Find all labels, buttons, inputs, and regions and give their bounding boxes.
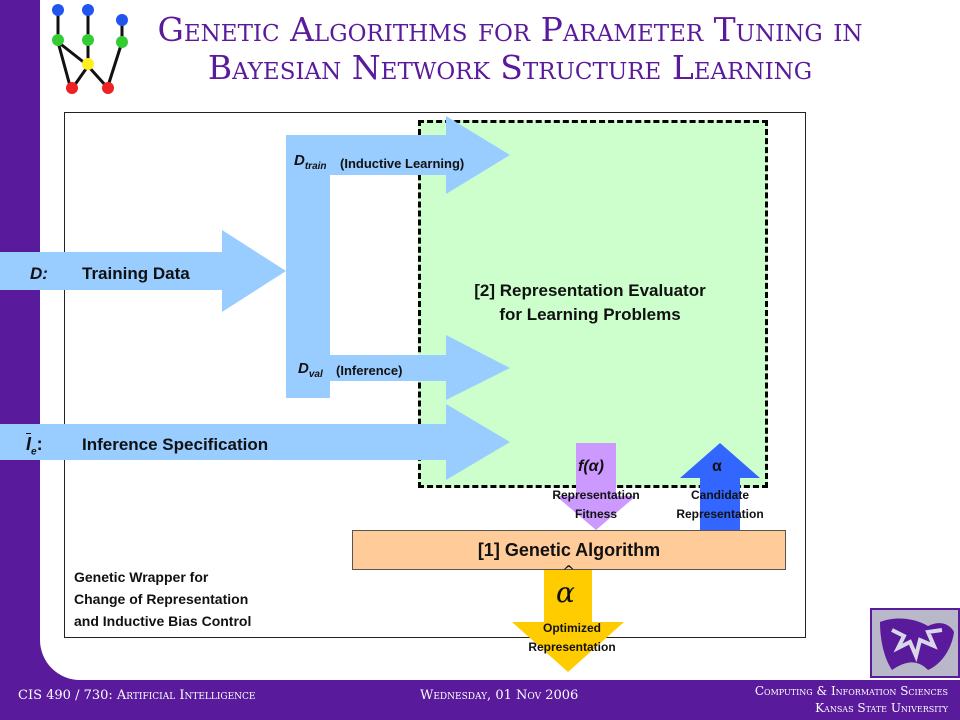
dval-subscript: val [308,369,323,380]
ie-label: Ie: [26,434,43,458]
evaluator-title-line2: for Learning Problems [499,305,681,324]
training-data-arrow [0,230,286,312]
inference-spec-label: Inference Specification [82,435,269,454]
ie-colon: : [36,434,43,454]
alpha-hat-symbol: α [556,576,575,609]
dval-letter: D [298,360,309,377]
dval-description: (Inference) [336,363,403,378]
dtrain-letter: D [294,152,305,169]
wrapper-text-line3: and Inductive Bias Control [74,613,252,629]
dtrain-description: (Inductive Learning) [340,156,465,171]
candidate-arrow [680,443,760,530]
fitness-label-line2: Fitness [574,507,617,521]
alpha-hat-label: ^α [556,562,576,609]
inference-spec-arrow [0,404,510,480]
training-data-label: Training Data [82,264,190,283]
evaluator-title-line1: [2] Representation Evaluator [474,281,706,300]
ie-subscript: e [31,446,37,458]
candidate-label-line1: Candidate [690,488,749,502]
ie-letter: I [26,434,32,454]
fitness-label-line1: Representation [552,488,640,502]
kstate-wildcat-logo [870,608,960,678]
slide-title-line1: Genetic Algorithms for Parameter Tuning … [157,10,863,49]
footer-date: Wednesday, 01 Nov 2006 [420,688,579,703]
d-label: D: [30,264,48,283]
dval-label: Dval [298,360,323,380]
optimized-label-line2: Representation [528,640,616,654]
footer-dept: Computing & Information Sciences [754,684,948,698]
slide-title-line2: Bayesian Network Structure Learning [207,48,813,87]
fitness-function-label: f(α) [578,458,604,475]
bayes-network-icon [52,4,128,94]
dtrain-subscript: train [304,161,327,172]
candidate-alpha-label: α [712,458,722,475]
footer-university: Kansas State University [815,701,948,715]
optimized-label-line1: Optimized [542,621,601,635]
optimized-arrow [512,568,624,672]
dval-arrow [286,335,510,400]
footer-course: CIS 490 / 730: Artificial Intelligence [18,688,256,703]
fitness-arrow [556,443,636,530]
wrapper-text-line2: Change of Representation [74,591,249,607]
data-split-bar [286,135,330,398]
dtrain-arrow [286,116,510,194]
candidate-label-line2: Representation [676,507,764,521]
genetic-algorithm-box: [1] Genetic Algorithm [352,530,786,570]
dtrain-label: Dtrain [294,152,327,172]
wrapper-text-line1: Genetic Wrapper for [74,569,209,585]
